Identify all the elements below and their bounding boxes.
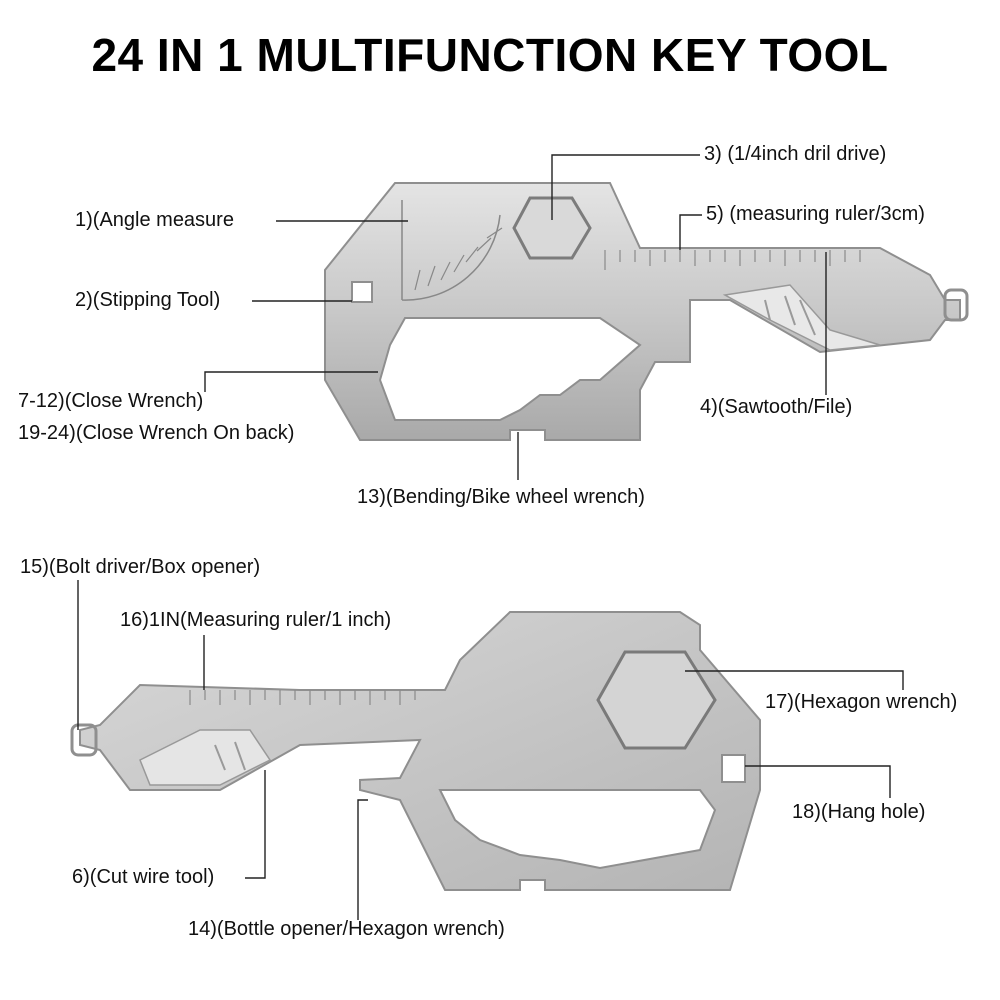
label-hexagon-wrench: 17)(Hexagon wrench)	[765, 691, 958, 713]
label-sawtooth-file: 4)(Sawtooth/File)	[700, 396, 853, 418]
label-measuring-ruler-inch: 16)1IN(Measuring ruler/1 inch)	[120, 609, 392, 631]
label-drill-drive: 3) (1/4inch dril drive)	[704, 143, 887, 165]
label-bottle-opener: 14)(Bottle opener/Hexagon wrench)	[188, 918, 505, 940]
label-hang-hole: 18)(Hang hole)	[792, 801, 926, 823]
label-angle-measure: 1)(Angle measure	[75, 209, 234, 231]
label-stripping-tool: 2)(Stipping Tool)	[75, 289, 221, 311]
label-close-wrench-back: 19-24)(Close Wrench On back)	[18, 422, 295, 444]
label-bending-wrench: 13)(Bending/Bike wheel wrench)	[357, 486, 645, 508]
key-tool-back	[70, 611, 761, 891]
hexagon-wrench-icon	[596, 650, 717, 750]
label-bolt-driver: 15)(Bolt driver/Box opener)	[20, 556, 261, 578]
key-tool-front	[324, 182, 969, 441]
page-title: 24 IN 1 MULTIFUNCTION KEY TOOL	[91, 29, 889, 81]
label-close-wrench: 7-12)(Close Wrench)	[18, 390, 204, 412]
label-measuring-ruler-3cm: 5) (measuring ruler/3cm)	[706, 203, 925, 225]
leader-lines	[77, 154, 904, 920]
label-cut-wire-tool: 6)(Cut wire tool)	[72, 866, 215, 888]
hexagon-icon	[512, 196, 592, 260]
